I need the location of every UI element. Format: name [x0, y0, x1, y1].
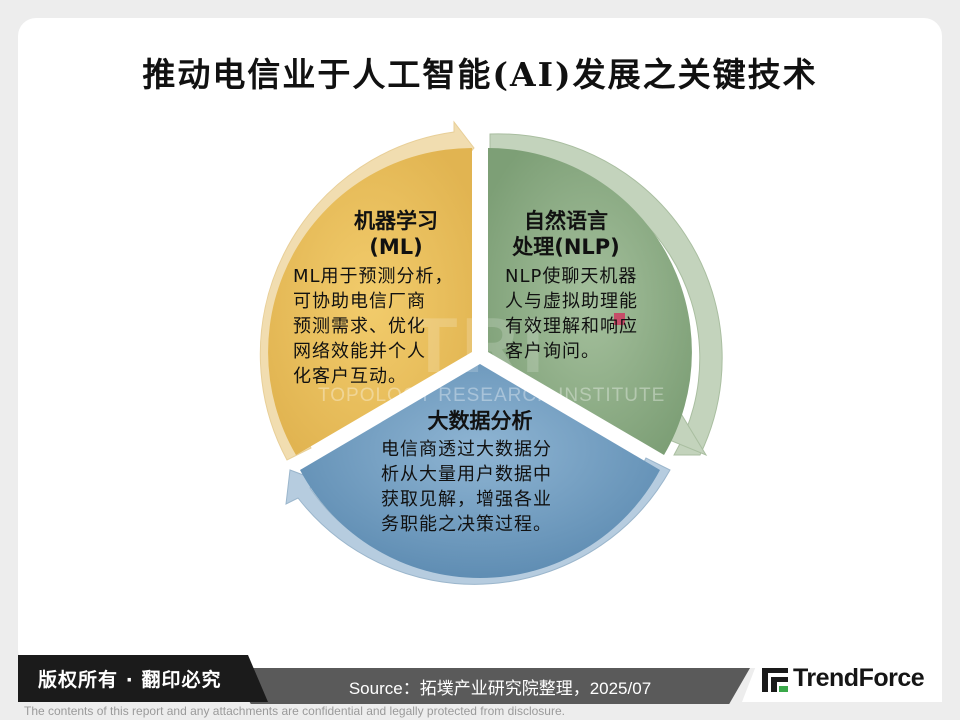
- nlp-body-line: 有效理解和响应: [505, 316, 638, 337]
- marker-dot: [614, 313, 625, 325]
- nlp-heading-line1: 自然语言: [524, 209, 608, 233]
- ml-segment: [268, 148, 472, 455]
- ml-body-line: 网络效能并个人: [293, 341, 426, 362]
- watermark-text: TOPOLOGY RESEARCH INSTITUTE: [318, 385, 666, 406]
- nlp-segment: [488, 148, 692, 455]
- copyright-label: 版权所有 · 翻印必究: [18, 655, 268, 702]
- bigdata-body-line: 务职能之决策过程。: [381, 514, 552, 535]
- ml-body-line: ML用于预测分析，: [293, 266, 454, 287]
- nlp-body-line: 人与虚拟助理能: [505, 291, 638, 312]
- source-text: Source：拓墣产业研究院整理，2025/07: [348, 679, 652, 698]
- nlp-heading-line2: 处理(NLP): [512, 235, 620, 259]
- nlp-body-line: NLP使聊天机器: [505, 266, 638, 287]
- watermark-logo: TRI: [410, 301, 548, 389]
- bigdata-body-line: 析从大量用户数据中: [381, 464, 552, 485]
- trendforce-logo: TrendForce: [793, 664, 925, 692]
- bigdata-body-line: 电信商透过大数据分: [381, 439, 552, 460]
- disclaimer-text: The contents of this report and any atta…: [24, 704, 565, 718]
- ml-heading-line1: 机器学习: [354, 209, 438, 233]
- nlp-heading: 自然语言 处理(NLP): [496, 208, 636, 260]
- bigdata-body-line: 获取见解，增强各业: [381, 489, 552, 510]
- trendforce-logo-icon: [762, 668, 788, 692]
- bigdata-segment: [300, 364, 660, 579]
- page-title: 推动电信业于人工智能(AI)发展之关键技术: [142, 55, 818, 94]
- bigdata-body: 电信商透过大数据分 析从大量用户数据中 获取见解，增强各业 务职能之决策过程。: [381, 437, 552, 537]
- source-band: [230, 668, 750, 704]
- ml-body-line: 化客户互动。: [293, 366, 407, 387]
- nlp-body: NLP使聊天机器 人与虚拟助理能 有效理解和响应 客户询问。: [505, 264, 638, 364]
- ml-heading: 机器学习 (ML): [326, 208, 466, 260]
- ml-body-line: 可协助电信厂商: [293, 291, 426, 312]
- ml-body-line: 预测需求、优化: [293, 316, 426, 337]
- bigdata-heading: 大数据分析: [427, 409, 533, 433]
- ml-body: ML用于预测分析， 可协助电信厂商 预测需求、优化 网络效能并个人 化客户互动。: [293, 264, 454, 389]
- ml-heading-line2: (ML): [369, 235, 423, 259]
- nlp-body-line: 客户询问。: [505, 341, 600, 362]
